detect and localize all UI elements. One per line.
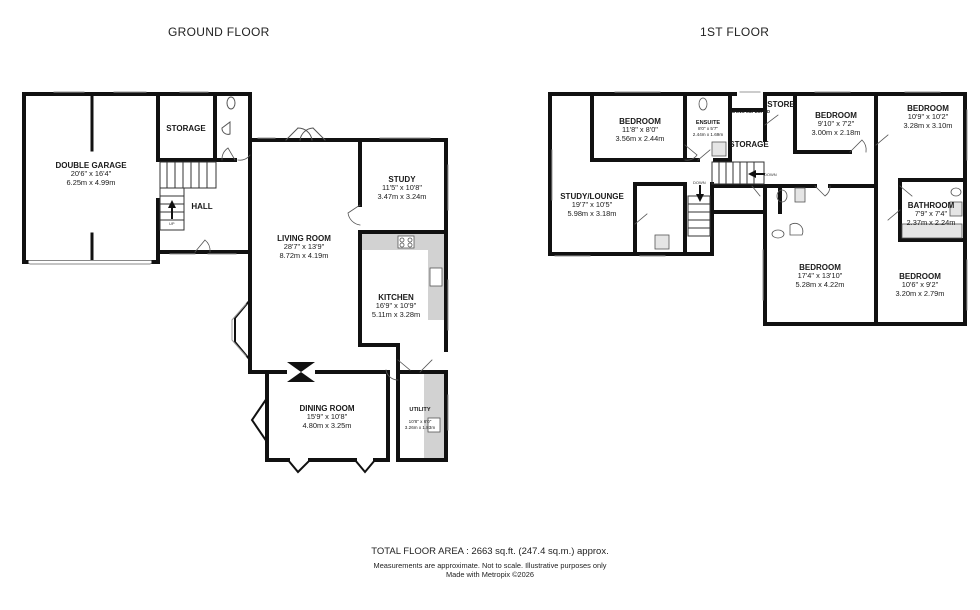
- dining-name: DINING ROOM: [299, 404, 355, 413]
- first-stair-arrow-down: [696, 194, 704, 202]
- hall-walls: [156, 138, 252, 362]
- bedroom3-name: BEDROOM: [907, 104, 949, 113]
- utility-label: UTILITY 10'8" x 6'0" 3.26m x 1.83m: [405, 407, 435, 430]
- dining-label: DINING ROOM 15'9" x 10'8" 4.80m x 3.25m: [299, 404, 354, 430]
- stairs-down-label-1: DOWN: [693, 180, 706, 185]
- bedroom5-imperial: 10'6" x 9'2": [901, 280, 939, 290]
- storage-first-label: STORAGE: [729, 140, 768, 149]
- ground-windows: [53, 91, 449, 431]
- study-metric: 3.47m x 3.24m: [377, 191, 427, 201]
- first-floor-title: 1ST FLOOR: [700, 25, 770, 39]
- bedroom5-label: BEDROOM 10'6" x 9'2" 3.20m x 2.79m: [896, 272, 945, 298]
- storage-ground-name: STORAGE: [166, 124, 206, 133]
- bedroom4-name: BEDROOM: [799, 263, 841, 272]
- ensuite-metric: 2.44m x 1.69m: [692, 131, 724, 137]
- dining-bay-window: [250, 396, 269, 444]
- study-label: STUDY 11'5" x 10'8" 3.47m x 3.24m: [378, 175, 427, 201]
- first-stair-arrow-left: [748, 170, 756, 178]
- footer-notes: Measurements are approximate. Not to sca…: [0, 561, 980, 580]
- dining-imperial: 15'9" x 10'8": [306, 412, 348, 422]
- utility-imperial: 10'8" x 6'0": [408, 419, 432, 425]
- bedroom1-name: BEDROOM: [619, 117, 661, 126]
- french-doors: [285, 127, 326, 141]
- airing-cupboard-name: AIRING CUPBOARD: [729, 109, 771, 114]
- hall-name: HALL: [191, 202, 213, 211]
- first-outer-walls: [548, 92, 967, 326]
- hall-label: HALL: [191, 202, 212, 211]
- bedroom1-imperial: 11'8" x 8'0": [622, 125, 658, 135]
- ground-stair-arrow: [168, 200, 176, 208]
- wc-basin: [221, 121, 231, 135]
- kitchen-imperial: 16'9" x 10'9": [375, 301, 417, 311]
- living-imperial: 28'7" x 13'9": [283, 242, 325, 252]
- living-bay-window: [234, 298, 252, 362]
- kitchen-label: KITCHEN 16'9" x 10'9" 5.11m x 3.28m: [372, 293, 420, 319]
- bedroom2-imperial: 9'10" x 7'2": [817, 119, 855, 129]
- bedroom4-imperial: 17'4" x 13'10": [797, 271, 843, 281]
- study-lounge-label: STUDY/LOUNGE 19'7" x 10'5" 5.98m x 3.18m: [560, 192, 624, 218]
- disclaimer-text: Measurements are approximate. Not to sca…: [373, 561, 607, 570]
- bedroom5-metric: 3.20m x 2.79m: [895, 288, 945, 298]
- ensuite-name: ENSUITE: [695, 120, 721, 126]
- airing-cupboard-label: AIRING CUPBOARD: [729, 109, 771, 115]
- ground-door-swings: [194, 147, 433, 381]
- living-name: LIVING ROOM: [277, 234, 331, 243]
- first-floor-plan: [548, 91, 968, 326]
- first-fixtures: [654, 97, 963, 250]
- living-label: LIVING ROOM 28'7" x 13'9" 8.72m x 4.19m: [277, 234, 331, 260]
- bedroom2-label: BEDROOM 9'10" x 7'2" 3.00m x 2.18m: [812, 111, 861, 137]
- bedroom3-metric: 3.28m x 3.10m: [903, 120, 953, 130]
- garage-imperial: 20'6" x 16'4": [70, 169, 112, 179]
- first-door-swings: [634, 114, 913, 225]
- ensuite-label: ENSUITE 8'0" x 5'7" 2.44m x 1.69m: [693, 120, 723, 137]
- credit-text: Made with Metropix ©2026: [445, 570, 535, 580]
- bedroom3-imperial: 10'9" x 10'2": [907, 112, 949, 122]
- bathroom-imperial: 7'9" x 7'4": [914, 209, 948, 219]
- main-walls: [248, 138, 448, 462]
- stairs-down-label-2: DOWN: [764, 172, 777, 177]
- ground-stairs: [159, 161, 217, 231]
- ground-floor-plan: [22, 91, 449, 474]
- bathroom-metric: 2.37m x 2.24m: [906, 217, 956, 227]
- ensuite-imperial: 8'0" x 5'7": [697, 126, 719, 132]
- bedroom2-name: BEDROOM: [815, 111, 857, 120]
- garage-name: DOUBLE GARAGE: [55, 161, 127, 170]
- ground-floor-title: GROUND FLOOR: [168, 25, 270, 39]
- stairs-up-label: UP: [169, 221, 175, 226]
- bathroom-name: BATHROOM: [907, 201, 955, 210]
- bedroom2-metric: 3.00m x 2.18m: [811, 127, 861, 137]
- bedroom3-label: BEDROOM 10'9" x 10'2" 3.28m x 3.10m: [904, 104, 953, 130]
- study-lounge-name: STUDY/LOUNGE: [560, 192, 624, 201]
- study-name: STUDY: [388, 175, 416, 184]
- study-imperial: 11'5" x 10'8": [382, 183, 422, 193]
- garage-metric: 6.25m x 4.99m: [66, 177, 116, 187]
- dining-metric: 4.80m x 3.25m: [302, 420, 352, 430]
- bathroom-label: BATHROOM 7'9" x 7'4" 2.37m x 2.24m: [907, 201, 956, 227]
- store-name: STORE: [767, 100, 795, 109]
- bedroom5-name: BEDROOM: [899, 272, 941, 281]
- bedroom4-metric: 5.28m x 4.22m: [795, 279, 845, 289]
- bedroom1-label: BEDROOM 11'8" x 8'0" 3.56m x 2.44m: [616, 117, 665, 143]
- bedroom1-metric: 3.56m x 2.44m: [615, 133, 665, 143]
- study-lounge-metric: 5.98m x 3.18m: [567, 208, 617, 218]
- total-floor-area: TOTAL FLOOR AREA : 2663 sq.ft. (247.4 sq…: [371, 546, 609, 557]
- bedroom4-label: BEDROOM 17'4" x 13'10" 5.28m x 4.22m: [796, 263, 845, 289]
- garage-label: DOUBLE GARAGE 20'6" x 16'4" 6.25m x 4.99…: [55, 161, 126, 187]
- wc-toilet: [226, 96, 236, 110]
- storage-first-name: STORAGE: [729, 140, 769, 149]
- kitchen-name: KITCHEN: [378, 293, 414, 302]
- store-label: STORE: [767, 100, 794, 109]
- living-metric: 8.72m x 4.19m: [279, 250, 329, 260]
- utility-name: UTILITY: [409, 407, 431, 413]
- storage-ground-label: STORAGE: [166, 124, 205, 133]
- utility-metric: 3.26m x 1.83m: [404, 424, 436, 430]
- first-windows: [551, 91, 968, 311]
- kitchen-metric: 5.11m x 3.28m: [371, 309, 421, 319]
- study-lounge-imperial: 19'7" x 10'5": [571, 200, 613, 210]
